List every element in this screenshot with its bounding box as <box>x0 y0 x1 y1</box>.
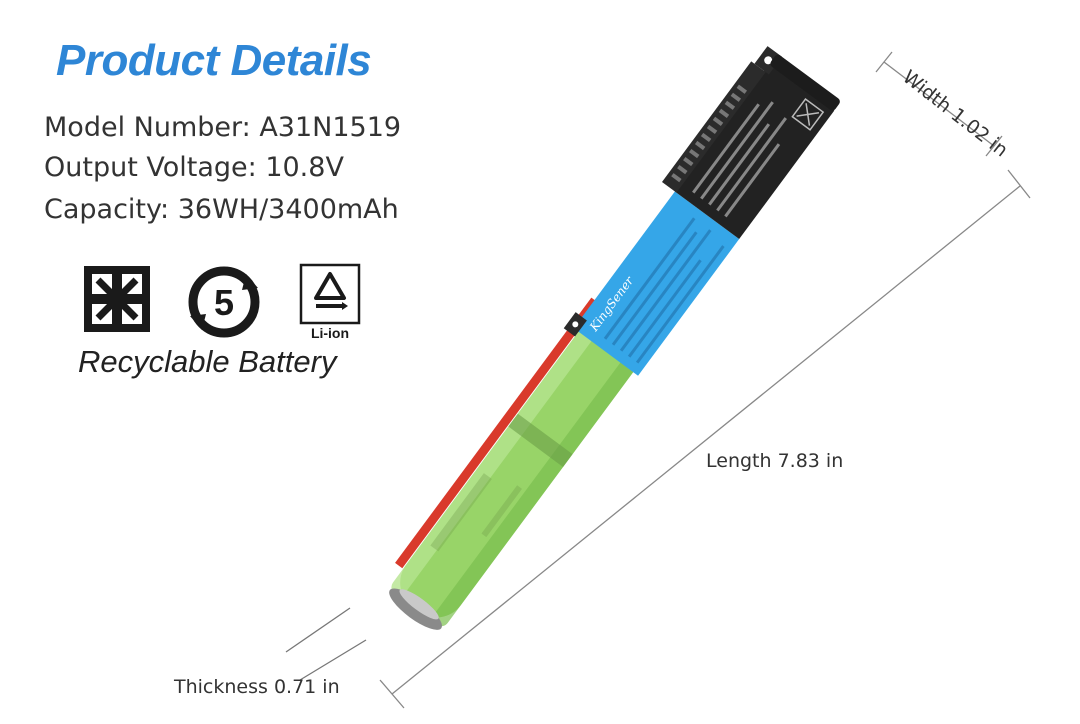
battery-body: KingSener <box>389 46 840 630</box>
model-number: Model Number: A31N1519 <box>44 112 402 143</box>
recycle-mark-icon <box>80 262 154 336</box>
output-voltage: Output Voltage: 10.8V <box>44 152 344 183</box>
li-ion-recycle-icon: Li-ion <box>298 262 362 342</box>
thickness-label: Thickness 0.71 in <box>174 676 340 698</box>
length-dimension-line <box>379 169 1031 709</box>
certification-icons: 5 Li-ion <box>80 262 370 342</box>
page-title: Product Details <box>56 36 372 85</box>
five-year-recycle-icon: 5 <box>184 262 264 342</box>
thickness-dimension-line <box>285 607 367 681</box>
capacity: Capacity: 36WH/3400mAh <box>44 194 399 225</box>
width-dimension-line <box>875 51 1003 157</box>
length-label: Length 7.83 in <box>706 450 844 472</box>
five-label: 5 <box>214 282 234 323</box>
li-ion-label: Li-ion <box>311 325 349 341</box>
recyclable-caption: Recyclable Battery <box>78 344 337 379</box>
